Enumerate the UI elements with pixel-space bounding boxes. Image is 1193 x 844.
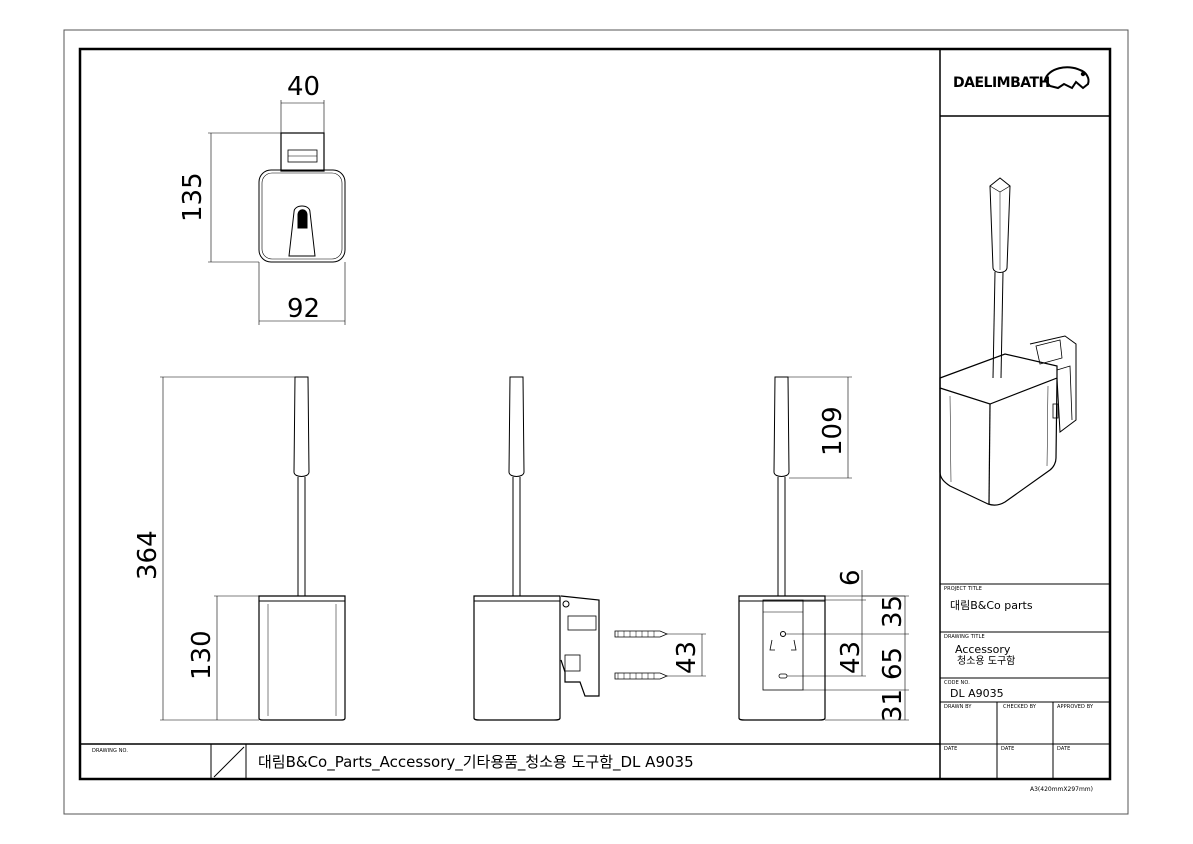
code-no-label: CODE NO.: [944, 680, 970, 686]
dim-container-height: 130: [187, 630, 217, 680]
bottom-bar: [80, 743, 940, 779]
drawing-title-label: DRAWING TITLE: [944, 634, 985, 640]
drawing-name: 대림B&Co_Parts_Accessory_기타용품_청소용 도구함_DL A…: [258, 753, 694, 771]
drawing-title-line2: 청소용 도구함: [957, 656, 1016, 667]
approved-by-label: APPROVED BY: [1057, 704, 1094, 710]
dim-top-height: 135: [178, 172, 208, 222]
inner-frame: [78, 47, 1112, 781]
dim-seg-43: 43: [836, 640, 866, 674]
code-no: DL A9035: [950, 687, 1004, 700]
date-label-3: DATE: [1057, 746, 1071, 752]
dim-total-height: 364: [133, 530, 163, 580]
drawing-title-line1: Accessory: [955, 643, 1011, 656]
date-label-2: DATE: [1001, 746, 1015, 752]
drawing-no-label: DRAWING NO.: [92, 748, 129, 754]
checked-by-label: CHECKED BY: [1003, 704, 1036, 710]
dim-seg-31: 31: [878, 688, 908, 722]
title-block: [939, 49, 1110, 779]
dim-seg-35: 35: [878, 594, 908, 628]
date-label-1: DATE: [944, 746, 958, 752]
project-title-label: PROJECT TITLE: [944, 586, 983, 592]
project-title: 대림B&Co parts: [950, 599, 1033, 612]
side-view: [473, 376, 706, 721]
polar-bear-logo-icon: [1043, 66, 1090, 90]
paper-size: A3(420mmX297mm): [1030, 786, 1093, 793]
drawn-by-label: DRAWN BY: [944, 704, 972, 710]
dim-handle-top: 109: [818, 406, 848, 456]
dim-screw-spacing: 43: [672, 640, 702, 674]
dim-top-base: 92: [287, 294, 321, 324]
rear-view: [738, 376, 909, 721]
front-view: [160, 376, 346, 721]
brand-logo-text: DAELIMBATH: [953, 75, 1050, 91]
dim-seg-65: 65: [878, 646, 908, 680]
isometric-view: [939, 177, 1077, 506]
dim-top-width: 40: [287, 72, 321, 102]
dim-gap-top: 6: [836, 569, 866, 586]
top-view: [208, 100, 346, 325]
outer-frame: [63, 29, 1129, 815]
